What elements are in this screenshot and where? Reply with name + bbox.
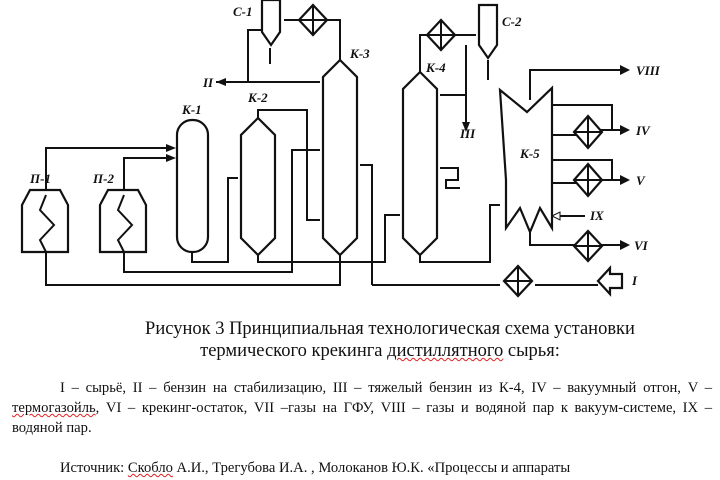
furnace-p1 [20,188,70,254]
label-stream-iii: III [459,126,476,141]
label-k2: К-2 [247,90,268,105]
label-k1: К-1 [181,102,202,117]
column-k3 [321,58,359,257]
separator-c2 [477,3,499,60]
figure-caption-line1: Рисунок 3 Принципиальная технологическая… [145,319,635,339]
legend-text: I – сырьё, II – бензин на стабилизацию, … [60,380,712,396]
caption-text: термического крекинга [200,341,388,361]
heat-exchangers [297,3,604,298]
figure-caption-line2: термического крекинга дистиллятного сырь… [0,340,720,362]
label-stream-ii: II [202,75,214,90]
legend-paragraph: I – сырьё, II – бензин на стабилизацию, … [12,378,712,438]
legend-text: , VI – крекинг-остаток, VII –газы на ГФУ… [12,400,712,436]
label-stream-i: I [631,273,638,288]
stream-arrowheads [166,65,630,250]
label-stream-iv: IV [635,123,651,138]
label-p2: П-2 [92,171,114,186]
label-k4: К-4 [425,60,446,75]
caption-spellcheck-word: дистиллятного [387,341,504,361]
label-stream-vi: VI [634,238,649,253]
label-c2: С-2 [502,14,522,29]
column-k4 [401,70,439,257]
separator-c1 [260,0,282,47]
feed-inlet-arrow [596,265,624,297]
process-flow-diagram: П-1 П-2 К-1 К-2 К-3 К-4 К-5 С-1 С-2 I II… [20,0,661,298]
furnace-p2 [98,188,148,254]
source-text: А.И., Трегубова И.А. , Молоканов Ю.К. «П… [172,460,571,476]
column-k1 [175,118,210,254]
legend-spellcheck-word: термогазойль [12,400,96,416]
source-spellcheck-word: Скобло [127,460,173,476]
source-text: Источник: [60,460,128,476]
label-stream-viii: VIII [636,63,661,78]
label-stream-v: V [636,173,646,188]
label-stream-ix: IX [589,208,604,223]
label-p1: П-1 [29,171,51,186]
label-k3: К-3 [349,46,370,61]
label-c1: С-1 [233,4,253,19]
source-paragraph: Источник: Скобло А.И., Трегубова И.А. , … [12,460,712,477]
pipelines [45,19,622,286]
column-k5 [498,85,554,235]
caption-text: сырья: [503,341,560,361]
label-k5: К-5 [519,146,540,161]
column-k2 [239,116,277,257]
